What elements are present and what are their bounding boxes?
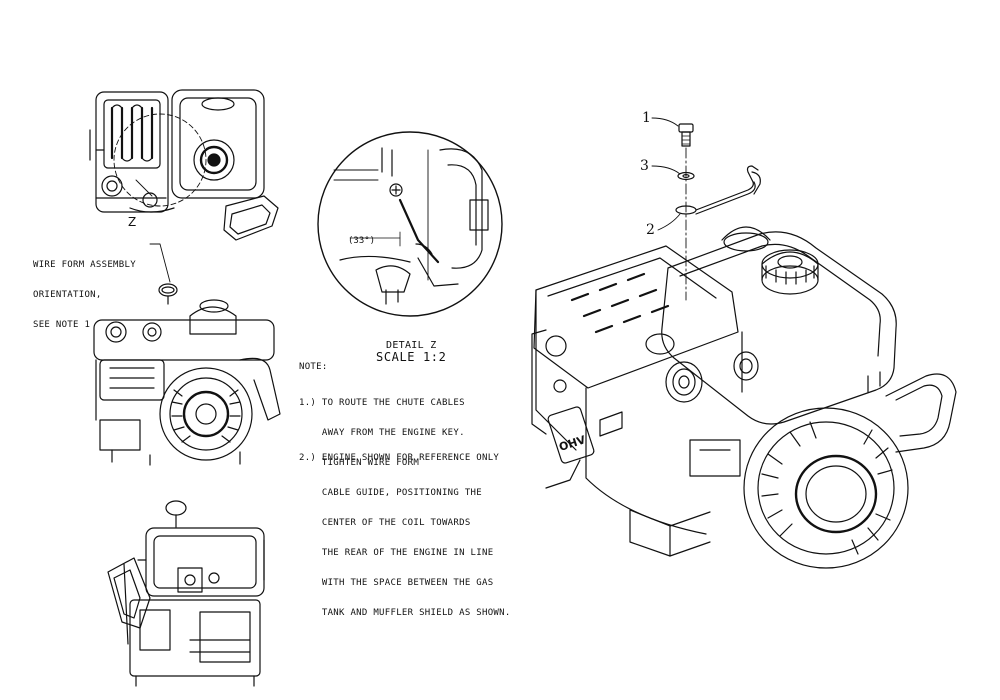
note-1-line: 1.) TO ROUTE THE CHUTE CABLES xyxy=(299,398,465,408)
note-1-line: THE REAR OF THE ENGINE IN LINE xyxy=(299,548,494,558)
callout-2: 2 xyxy=(646,222,655,238)
wire-form-coil-icon xyxy=(159,284,177,304)
note-1-line: CABLE GUIDE, POSITIONING THE xyxy=(299,488,482,498)
detail-title: DETAIL Z xyxy=(386,340,437,351)
note-1: 1.) TO ROUTE THE CHUTE CABLES AWAY FROM … xyxy=(299,378,511,628)
note-1-line: CENTER OF THE COIL TOWARDS xyxy=(299,518,471,528)
callout-2-leader xyxy=(658,214,680,230)
annotation-leader xyxy=(150,244,170,282)
callout-3: 3 xyxy=(640,158,649,174)
engine-side-view xyxy=(108,501,264,686)
annotation-line-3: SEE NOTE 1 xyxy=(33,320,91,330)
callout-3-leader xyxy=(652,166,680,174)
detail-z-view xyxy=(318,132,502,316)
engine-top-view xyxy=(90,90,278,240)
detail-scale: SCALE 1:2 xyxy=(376,350,447,364)
exploded-parts xyxy=(652,118,760,300)
engine-front-view xyxy=(94,300,280,465)
annotation-line-2: ORIENTATION, xyxy=(33,290,102,300)
note-1-line: TANK AND MUFFLER SHIELD AS SHOWN. xyxy=(299,608,511,618)
annotation-line-1: WIRE FORM ASSEMBLY xyxy=(33,260,136,270)
note-1-line: WITH THE SPACE BETWEEN THE GAS xyxy=(299,578,494,588)
callout-1: 1 xyxy=(642,110,651,126)
wire-form-annotation: WIRE FORM ASSEMBLY ORIENTATION, SEE NOTE… xyxy=(33,240,136,340)
engine-isometric-view: OHV xyxy=(532,227,956,568)
notes-heading: NOTE: xyxy=(299,362,328,372)
angle-label: (33°) xyxy=(348,236,375,246)
note-2: 2.) ENGINE SHOWN FOR REFERENCE ONLY xyxy=(299,453,500,463)
note-1-line: TIGHTEN WIRE FORM xyxy=(299,458,420,468)
note-1-line: AWAY FROM THE ENGINE KEY. xyxy=(299,428,465,438)
detail-letter-z: Z xyxy=(128,215,136,229)
callout-1-leader xyxy=(652,118,678,126)
